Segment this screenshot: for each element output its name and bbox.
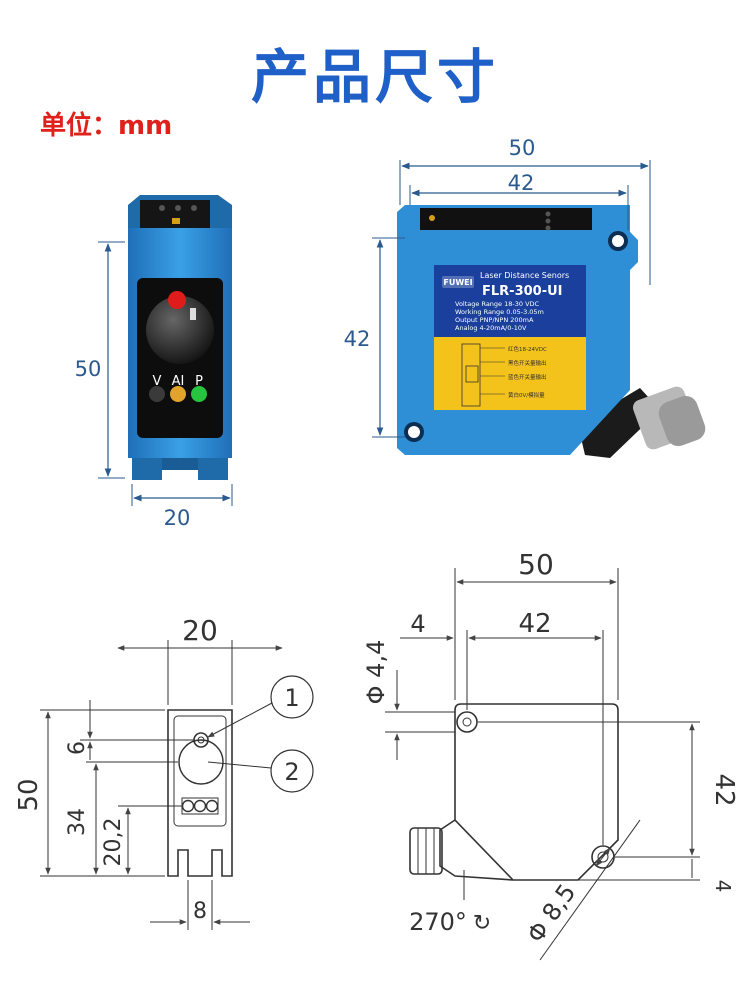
- front-technical-drawing: [40, 640, 314, 930]
- wiring-4: 黄白0V/模拟量: [508, 391, 545, 399]
- side-height-dim: 42: [344, 327, 371, 351]
- label-spec-analog: Analog 4-20mA/0-10V: [455, 324, 527, 332]
- led-label-v: V: [153, 374, 162, 389]
- front-height-dim: 50: [75, 357, 102, 381]
- side-technical-drawing: [385, 568, 700, 961]
- wiring-3: 蓝色开关量输出: [508, 373, 547, 381]
- drawing-front-height: 50: [14, 778, 44, 811]
- drawing-side-offset-bottom: 4: [711, 880, 735, 893]
- drawing-front-dim-6: 6: [65, 741, 90, 755]
- drawing-front-dim-20-2: 20,2: [101, 818, 126, 867]
- drawing-front-dim-34: 34: [65, 808, 90, 836]
- drawing-side-offset: 4: [410, 610, 425, 638]
- label-spec-range: Working Range 0.05-3.05m: [455, 308, 544, 316]
- drawing-front-dim-8: 8: [193, 899, 207, 924]
- sensor-front-photo: V AI P 50 20: [75, 195, 233, 530]
- unit-label: 单位：mm: [40, 111, 173, 141]
- label-subtitle: Laser Distance Senors: [480, 271, 569, 280]
- led-label-ai: AI: [172, 374, 185, 389]
- rotate-icon: ↻: [473, 911, 491, 936]
- page-title: 产品尺寸: [250, 43, 499, 111]
- label-spec-voltage: Voltage Range 18-30 VDC: [455, 300, 540, 308]
- callout-2: 2: [284, 758, 299, 786]
- drawing-side-hole-dia: Φ 4,4: [362, 640, 390, 705]
- side-width-outer-dim: 50: [509, 136, 536, 160]
- wiring-2: 黑色开关量输出: [508, 359, 547, 367]
- drawing-side-rotation: 270°: [409, 908, 467, 936]
- front-width-dim: 20: [164, 506, 191, 530]
- drawing-side-height: 42: [709, 773, 739, 806]
- front-drawing-labels: 20 50 6 34 20,2 8 1 2: [14, 614, 300, 924]
- wiring-1: 红色18-24VDC: [508, 345, 547, 353]
- drawing-front-width: 20: [182, 614, 218, 647]
- label-spec-output: Output PNP/NPN 200mA: [455, 316, 534, 324]
- callout-1: 1: [284, 684, 299, 712]
- side-drawing-labels: 50 4 42 Φ 4,4 42 4 270° ↻ Φ 8,5: [362, 548, 739, 948]
- led-label-p: P: [195, 374, 203, 389]
- drawing-side-width-inner: 42: [518, 609, 551, 639]
- label-brand: FUWEI: [443, 278, 472, 287]
- label-model: FLR-300-UI: [482, 284, 563, 299]
- side-width-inner-dim: 42: [508, 171, 535, 195]
- drawing-side-mount-dia: Φ 8,5: [521, 879, 581, 948]
- sensor-side-photo: FUWEI Laser Distance Senors FLR-300-UI V…: [344, 136, 706, 458]
- drawing-side-width-outer: 50: [518, 548, 554, 581]
